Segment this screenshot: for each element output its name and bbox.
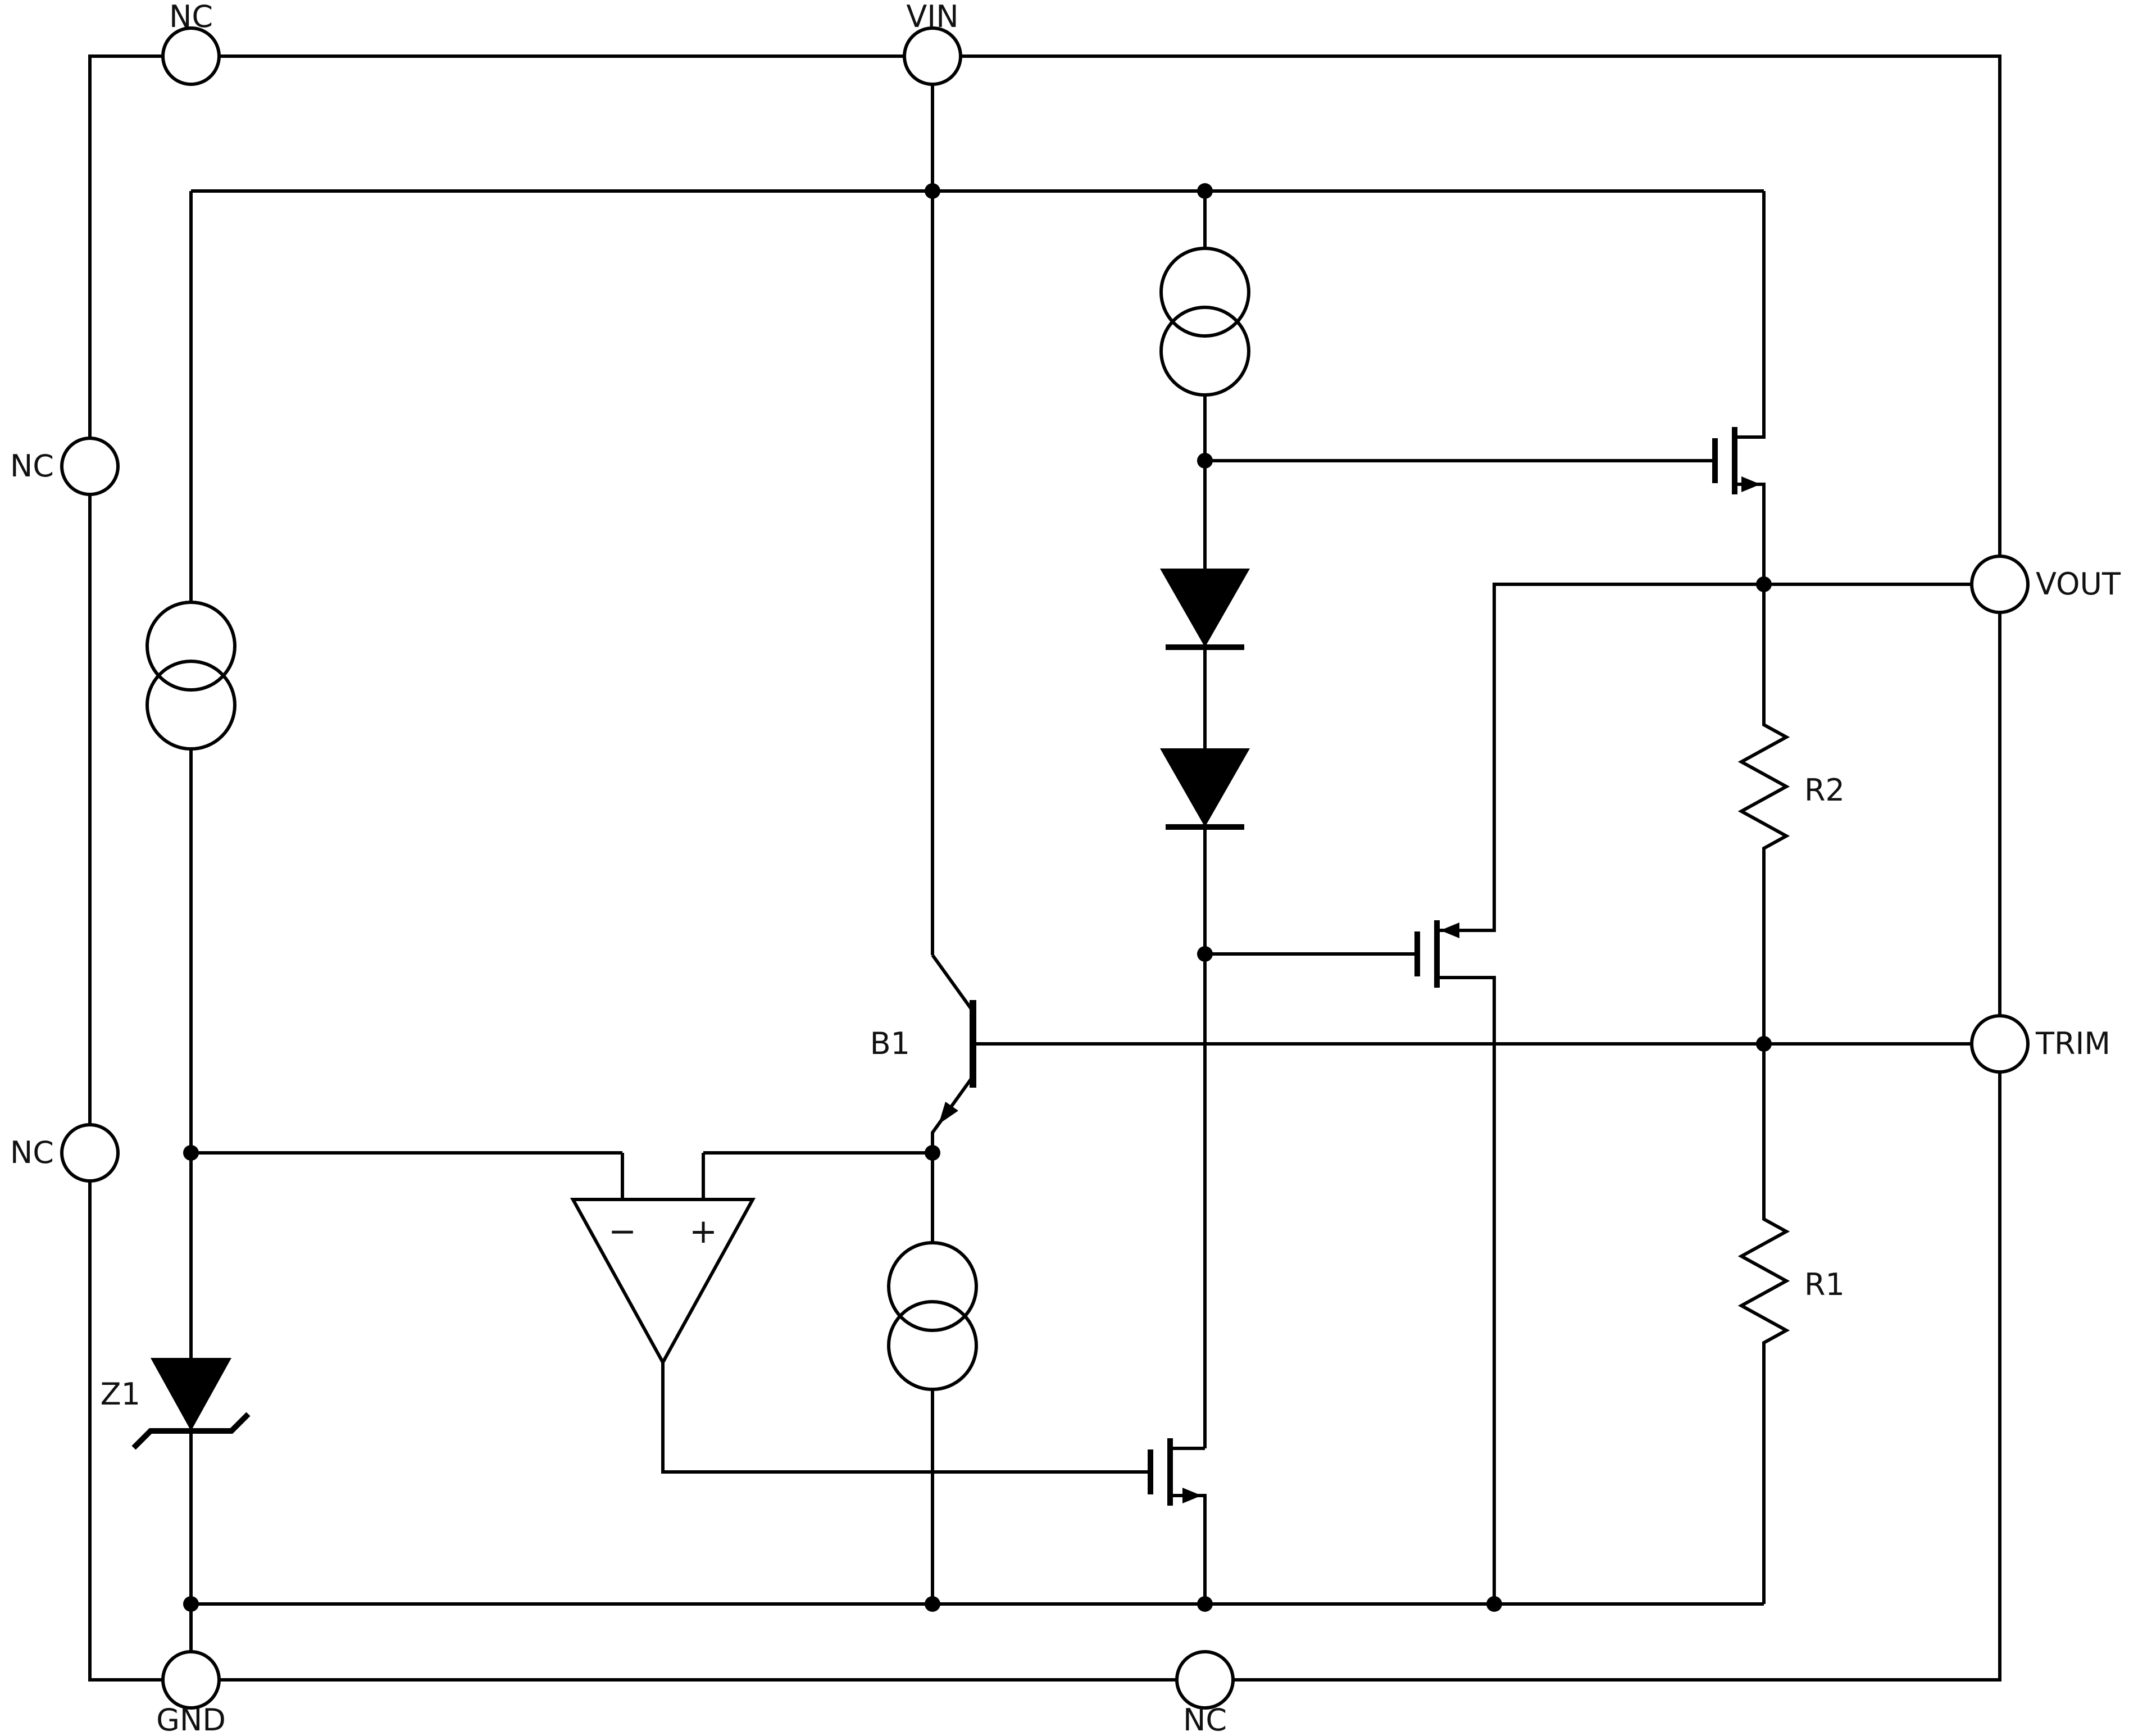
current-source-circle — [1159, 306, 1250, 397]
pin-trim: TRIM — [1970, 1014, 2110, 1074]
bjt-emitter — [931, 1075, 975, 1153]
junction-dot — [1486, 1596, 1502, 1612]
pin-nc-bottom: NC — [1175, 1650, 1235, 1736]
pin-circle — [903, 26, 962, 86]
pin-circle — [161, 26, 221, 86]
pin-label-vin: VIN — [906, 0, 958, 34]
current-source-circle — [145, 660, 236, 751]
opamp-minus-sign: − — [608, 1212, 636, 1251]
pin-label-vout: VOUT — [2036, 566, 2121, 602]
pin-circle — [60, 437, 120, 496]
pin-circle — [161, 1650, 221, 1710]
junction-dot — [183, 1596, 199, 1612]
pin-circle — [1970, 1014, 2030, 1074]
pin-label-nc-bottom: NC — [1183, 1702, 1227, 1736]
junction-dot — [1197, 1596, 1213, 1612]
zener-cathode-bar — [131, 1412, 251, 1450]
mosfet-top-right — [1712, 427, 1760, 494]
junction-dot — [1756, 576, 1772, 592]
junction-dot — [925, 1596, 940, 1612]
ic-boundary — [88, 54, 2001, 1682]
pin-nc-left-lower: NC — [10, 1123, 120, 1183]
pin-label-nc-top: NC — [169, 0, 213, 34]
diode-d1 — [1160, 569, 1250, 650]
resistor-label: R1 — [1804, 1267, 1845, 1302]
junction-dots — [183, 183, 1772, 1612]
current-source-circle — [887, 1300, 978, 1391]
current-source-left — [145, 601, 236, 751]
pin-circle — [60, 1123, 120, 1183]
current-source-circle — [887, 1241, 978, 1332]
mosfet-source-arrow — [1440, 922, 1459, 938]
resistor-r1: R1 — [1737, 1044, 1845, 1604]
wire-nmos-source — [1170, 1494, 1207, 1604]
pin-nc-top: NC — [161, 0, 221, 86]
junction-dot — [925, 183, 940, 199]
pin-label-nc-left-upper: NC — [10, 448, 54, 484]
pin-label-nc-left-lower: NC — [10, 1135, 54, 1170]
wires — [189, 56, 2000, 1680]
junction-dot — [925, 1145, 940, 1161]
junction-dot — [183, 1145, 199, 1161]
bjt-emitter-arrow — [939, 1102, 958, 1124]
mosfet-source-arrow — [1741, 476, 1760, 492]
current-source-mid — [1159, 247, 1250, 397]
junction-dot — [1197, 453, 1213, 469]
mosfet-bottom — [1148, 1438, 1202, 1506]
pin-gnd: GND — [156, 1650, 226, 1736]
pin-vout: VOUT — [1970, 555, 2121, 614]
resistor-label: R2 — [1804, 772, 1845, 808]
wire-opamp-output — [661, 1362, 1150, 1474]
zener-z1: Z1 — [101, 1358, 251, 1450]
mosfet-mid — [1414, 920, 1459, 988]
pin-label-gnd: GND — [156, 1702, 226, 1736]
junction-dot — [1197, 183, 1213, 199]
diode-anode-triangle — [1160, 569, 1250, 647]
junction-dot — [1197, 946, 1213, 962]
opamp-triangle — [570, 1198, 756, 1366]
bjt-b1: B1 — [870, 954, 976, 1153]
mosfet-source-arrow — [1182, 1488, 1202, 1503]
opamp-plus-sign: + — [689, 1212, 717, 1251]
current-source-circle — [1159, 247, 1250, 338]
resistor-zigzag — [1737, 1044, 1790, 1604]
pin-nc-left-upper: NC — [10, 437, 120, 496]
junction-dot — [1756, 1036, 1772, 1052]
resistor-r2: R2 — [1737, 584, 1845, 1044]
bjt-label: B1 — [870, 1026, 910, 1061]
wire-tr-source — [1735, 483, 1766, 584]
pin-circle — [1175, 1650, 1235, 1710]
wire-vout — [1437, 583, 2000, 932]
pin-circle — [1970, 555, 2030, 614]
pin-vin: VIN — [903, 0, 962, 86]
diode-d2 — [1160, 748, 1250, 830]
current-source-emitter — [887, 1241, 978, 1391]
wire-tr-drain — [1735, 191, 1766, 439]
resistor-zigzag — [1737, 584, 1790, 1044]
zener-label: Z1 — [101, 1376, 140, 1412]
current-source-circle — [145, 601, 236, 692]
diode-anode-triangle — [1160, 748, 1250, 827]
pin-label-trim: TRIM — [2035, 1026, 2110, 1061]
bjt-collector — [931, 954, 975, 1012]
wire-pmos-bottom — [1437, 976, 1496, 1604]
zener-anode-triangle — [151, 1358, 231, 1431]
opamp: − + — [570, 1198, 756, 1366]
